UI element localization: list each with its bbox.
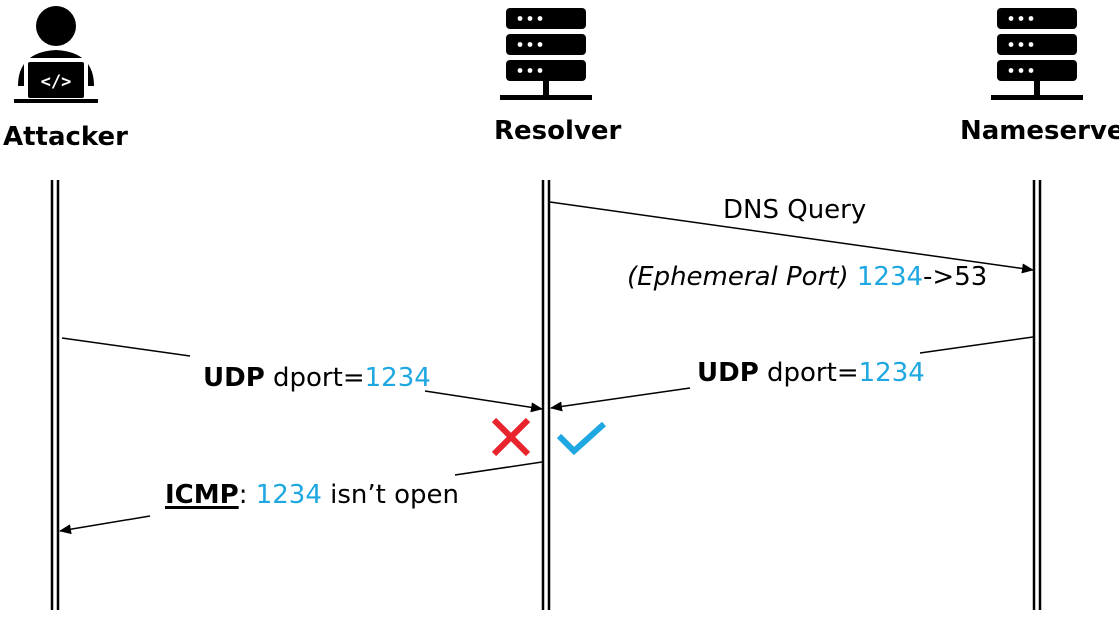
- lifeline-resolver: [541, 180, 551, 610]
- dns-src-port: 1234: [856, 262, 924, 292]
- attacker-udp-port: 1234: [364, 363, 431, 393]
- check-mark-icon: [556, 421, 607, 456]
- dns-query-port-label: (Ephemeral Port) 1234->53: [627, 264, 987, 290]
- icmp-arrow-end: [59, 515, 151, 535]
- nameserver-udp-label: UDP dport=1234: [697, 360, 925, 386]
- dns-query-label: DNS Query: [723, 195, 867, 225]
- icmp-port: 1234: [255, 480, 322, 510]
- attacker-udp-arrow-start: [61, 337, 191, 357]
- nameserver-udp-arrow-start: [919, 336, 1034, 354]
- nameserver-label: Nameserver: [960, 116, 1119, 146]
- server-stack-icon: [991, 8, 1083, 100]
- dns-query-arrow: [549, 201, 1034, 274]
- cross-mark-icon: [491, 417, 531, 457]
- attacker-udp-label: UDP dport=1234: [203, 365, 431, 391]
- dns-dst-port: ->53: [923, 262, 988, 292]
- svg-text:</>: </>: [41, 72, 72, 92]
- icmp-label: ICMP: 1234 isn’t open: [165, 482, 459, 508]
- icmp-proto: ICMP: [165, 480, 239, 510]
- nameserver-udp-arrow-end: [550, 387, 691, 412]
- nameserver-udp-port: 1234: [858, 358, 925, 388]
- icmp-text: isn’t open: [330, 480, 460, 510]
- resolver-label: Resolver: [494, 116, 622, 146]
- attacker-udp-proto: UDP: [203, 363, 265, 393]
- icmp-sep: :: [238, 480, 248, 510]
- nameserver-udp-field: dport=: [767, 358, 859, 388]
- ephemeral-port-label: (Ephemeral Port): [627, 262, 849, 292]
- nameserver-udp-proto: UDP: [697, 358, 759, 388]
- attacker-label: Attacker: [3, 122, 128, 152]
- lifeline-nameserver: [1032, 180, 1042, 610]
- attacker-udp-field: dport=: [273, 363, 365, 393]
- hacker-laptop-icon: </>: [14, 6, 98, 103]
- attacker-udp-arrow-end: [424, 390, 543, 413]
- server-stack-icon: [500, 8, 592, 100]
- icmp-arrow-start: [454, 461, 543, 476]
- lifeline-attacker: [50, 180, 60, 610]
